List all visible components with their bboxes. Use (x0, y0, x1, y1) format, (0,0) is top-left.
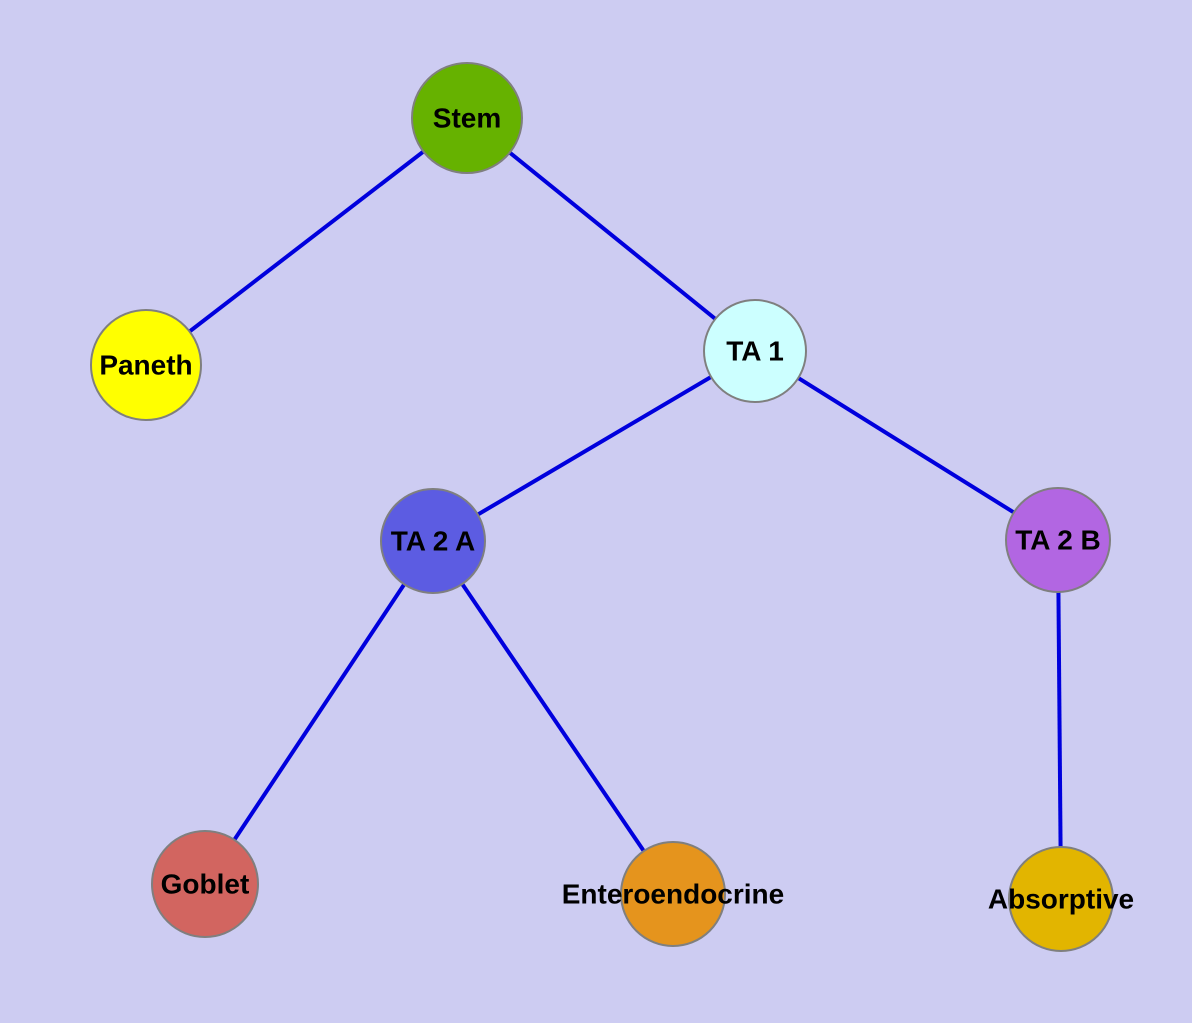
edge-stem-to-paneth (144, 116, 469, 367)
node-ta-2-b[interactable]: TA 2 B (1005, 487, 1111, 593)
edge-ta-1-to-ta-2-a (431, 349, 757, 543)
node-circle-stem[interactable] (411, 62, 523, 174)
node-circle-enteroendocrine[interactable] (620, 841, 726, 947)
edge-stem-to-ta-1 (465, 116, 757, 353)
node-ta-2-a[interactable]: TA 2 A (380, 488, 486, 594)
edge-ta-2-a-to-enteroendocrine (431, 539, 675, 896)
node-circle-ta-2-b[interactable] (1005, 487, 1111, 593)
node-stem[interactable]: Stem (411, 62, 523, 174)
node-ta-1[interactable]: TA 1 (703, 299, 807, 403)
node-paneth[interactable]: Paneth (90, 309, 202, 421)
node-circle-goblet[interactable] (151, 830, 259, 938)
node-circle-ta-2-a[interactable] (380, 488, 486, 594)
node-circle-paneth[interactable] (90, 309, 202, 421)
edges-layer (144, 116, 1063, 900)
node-circle-ta-1[interactable] (703, 299, 807, 403)
edge-ta-2-b-to-absorptive (1056, 539, 1063, 900)
edge-ta-2-a-to-goblet (203, 539, 435, 886)
node-goblet[interactable]: Goblet (151, 830, 259, 938)
edge-ta-1-to-ta-2-b (753, 349, 1060, 542)
node-circle-absorptive[interactable] (1008, 846, 1114, 952)
